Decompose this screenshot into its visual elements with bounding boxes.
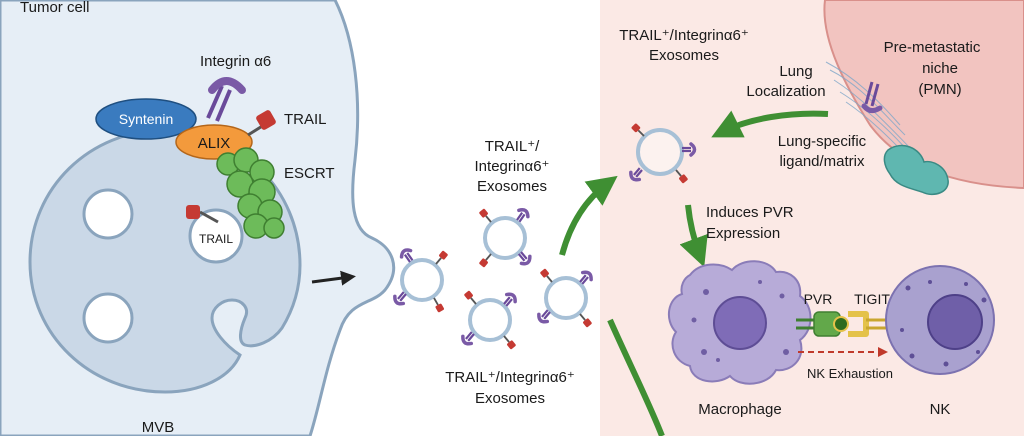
lung-localization-label-1: Lung bbox=[779, 63, 812, 80]
escrt-label: ESCRT bbox=[284, 165, 335, 182]
alix-protein bbox=[175, 124, 253, 160]
exosome-top-label-2: Exosomes bbox=[649, 47, 719, 64]
nk-label: NK bbox=[930, 401, 951, 418]
pmn-tissue bbox=[823, 0, 1024, 190]
release-arrow bbox=[311, 270, 356, 286]
tumor-cell-label: Tumor cell bbox=[20, 0, 89, 16]
pvr-label: PVR bbox=[804, 291, 833, 307]
pvr-induction-arrow bbox=[679, 204, 708, 268]
pvr-expression-label-1: Induces PVR bbox=[706, 204, 794, 221]
ligand-label-2: ligand/matrix bbox=[779, 153, 865, 170]
exosome bbox=[477, 205, 534, 269]
pvr-expression-label-2: Expression bbox=[706, 225, 780, 242]
pmn-label-1: Pre-metastatic bbox=[884, 39, 981, 56]
exosome-top-label-1: TRAIL⁺/Integrinα6⁺ bbox=[619, 27, 749, 44]
downstream-arrow bbox=[607, 318, 665, 436]
circulation-arrow bbox=[559, 175, 618, 256]
escrt-complex bbox=[216, 147, 285, 239]
mvb-label: MVB bbox=[142, 419, 175, 436]
exosome-mid-label-1: TRAIL⁺/ bbox=[485, 138, 540, 155]
macrophage-label: Macrophage bbox=[698, 401, 781, 418]
exosome-mid-label-3: Exosomes bbox=[477, 178, 547, 195]
trail-ligand bbox=[247, 110, 276, 137]
trail-inner-label: TRAIL bbox=[199, 232, 233, 246]
lung-localization-label-2: Localization bbox=[746, 83, 825, 100]
nk-nucleus bbox=[927, 294, 983, 350]
trail-label: TRAIL bbox=[284, 111, 327, 128]
ligand-label-1: Lung-specific bbox=[778, 133, 867, 150]
trail-cargo bbox=[186, 205, 219, 224]
intraluminal-vesicle bbox=[82, 188, 134, 240]
nk-exhaustion-label: NK Exhaustion bbox=[807, 366, 893, 381]
syntenin-protein bbox=[95, 98, 197, 140]
exosome bbox=[458, 289, 520, 351]
intraluminal-vesicle bbox=[82, 292, 134, 344]
budding-vesicle bbox=[188, 208, 244, 264]
nk-granules bbox=[900, 280, 987, 367]
exosome-bottom-label-2: Exosomes bbox=[475, 390, 545, 407]
pmn-label-2: niche bbox=[922, 60, 958, 77]
syntenin-label: Syntenin bbox=[119, 111, 173, 127]
lung-exosome bbox=[626, 122, 697, 185]
exosome bbox=[534, 267, 596, 329]
exosome bbox=[390, 245, 450, 314]
integrin-label: Integrin α6 bbox=[200, 53, 271, 70]
exosome-bottom-label-1: TRAIL⁺/Integrinα6⁺ bbox=[445, 369, 575, 386]
tigit-label: TIGIT bbox=[854, 291, 890, 307]
pmn-integrin-receptor bbox=[861, 81, 883, 114]
alix-label: ALIX bbox=[198, 135, 231, 152]
exosome-mid-label-2: Integrinα6⁺ bbox=[475, 158, 550, 175]
macrophage-nucleus bbox=[713, 296, 767, 350]
pvr-tigit-interaction bbox=[796, 311, 890, 337]
integrin-receptor bbox=[206, 77, 246, 122]
pmn-label-3: (PMN) bbox=[918, 81, 961, 98]
macrophage-granules bbox=[691, 280, 789, 362]
lung-localization-arrow bbox=[711, 110, 829, 138]
lung-ligand-blob bbox=[883, 144, 949, 196]
